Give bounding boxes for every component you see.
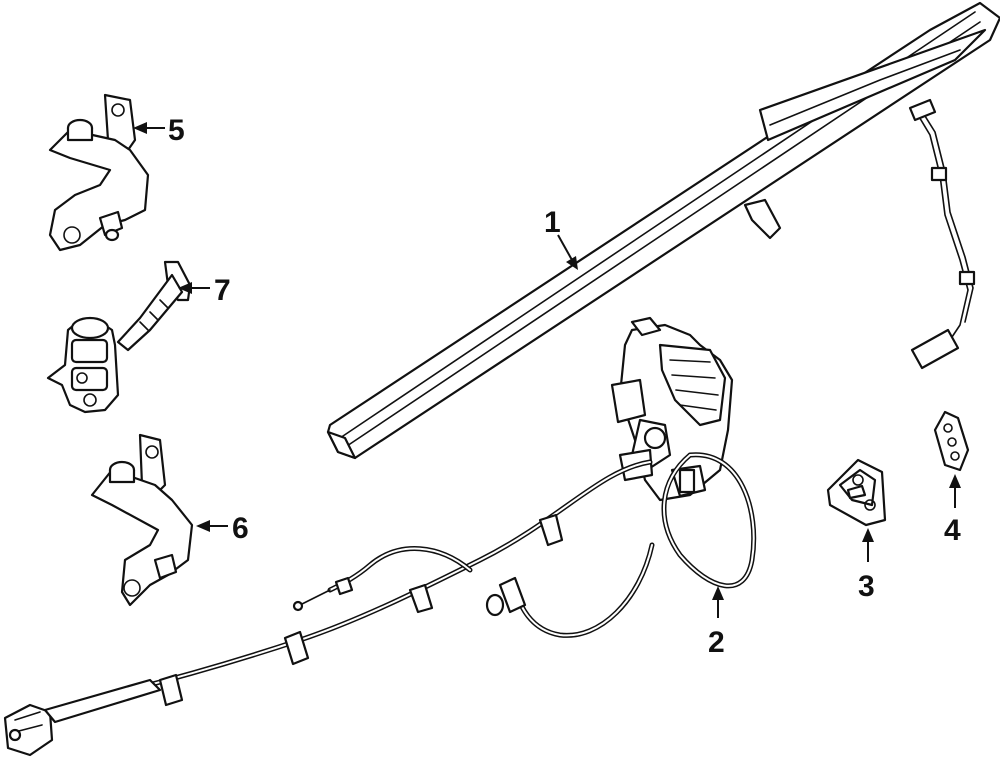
callout-leaders — [133, 122, 961, 618]
part-1-door-rail — [326, 1, 1000, 460]
part-2-latch-cable — [3, 316, 757, 757]
part-7-check-strap — [46, 260, 192, 414]
part-6-lower-hinge — [90, 433, 194, 607]
part-4-plate — [933, 410, 970, 472]
callout-7: 7 — [214, 274, 231, 307]
callout-6: 6 — [232, 512, 249, 545]
callout-1: 1 — [544, 206, 561, 239]
part-3-striker — [826, 458, 887, 527]
callout-4: 4 — [944, 514, 961, 547]
callout-3: 3 — [858, 570, 875, 603]
callout-5: 5 — [168, 114, 185, 147]
part-5-upper-hinge — [48, 93, 150, 252]
callout-2: 2 — [708, 626, 725, 659]
